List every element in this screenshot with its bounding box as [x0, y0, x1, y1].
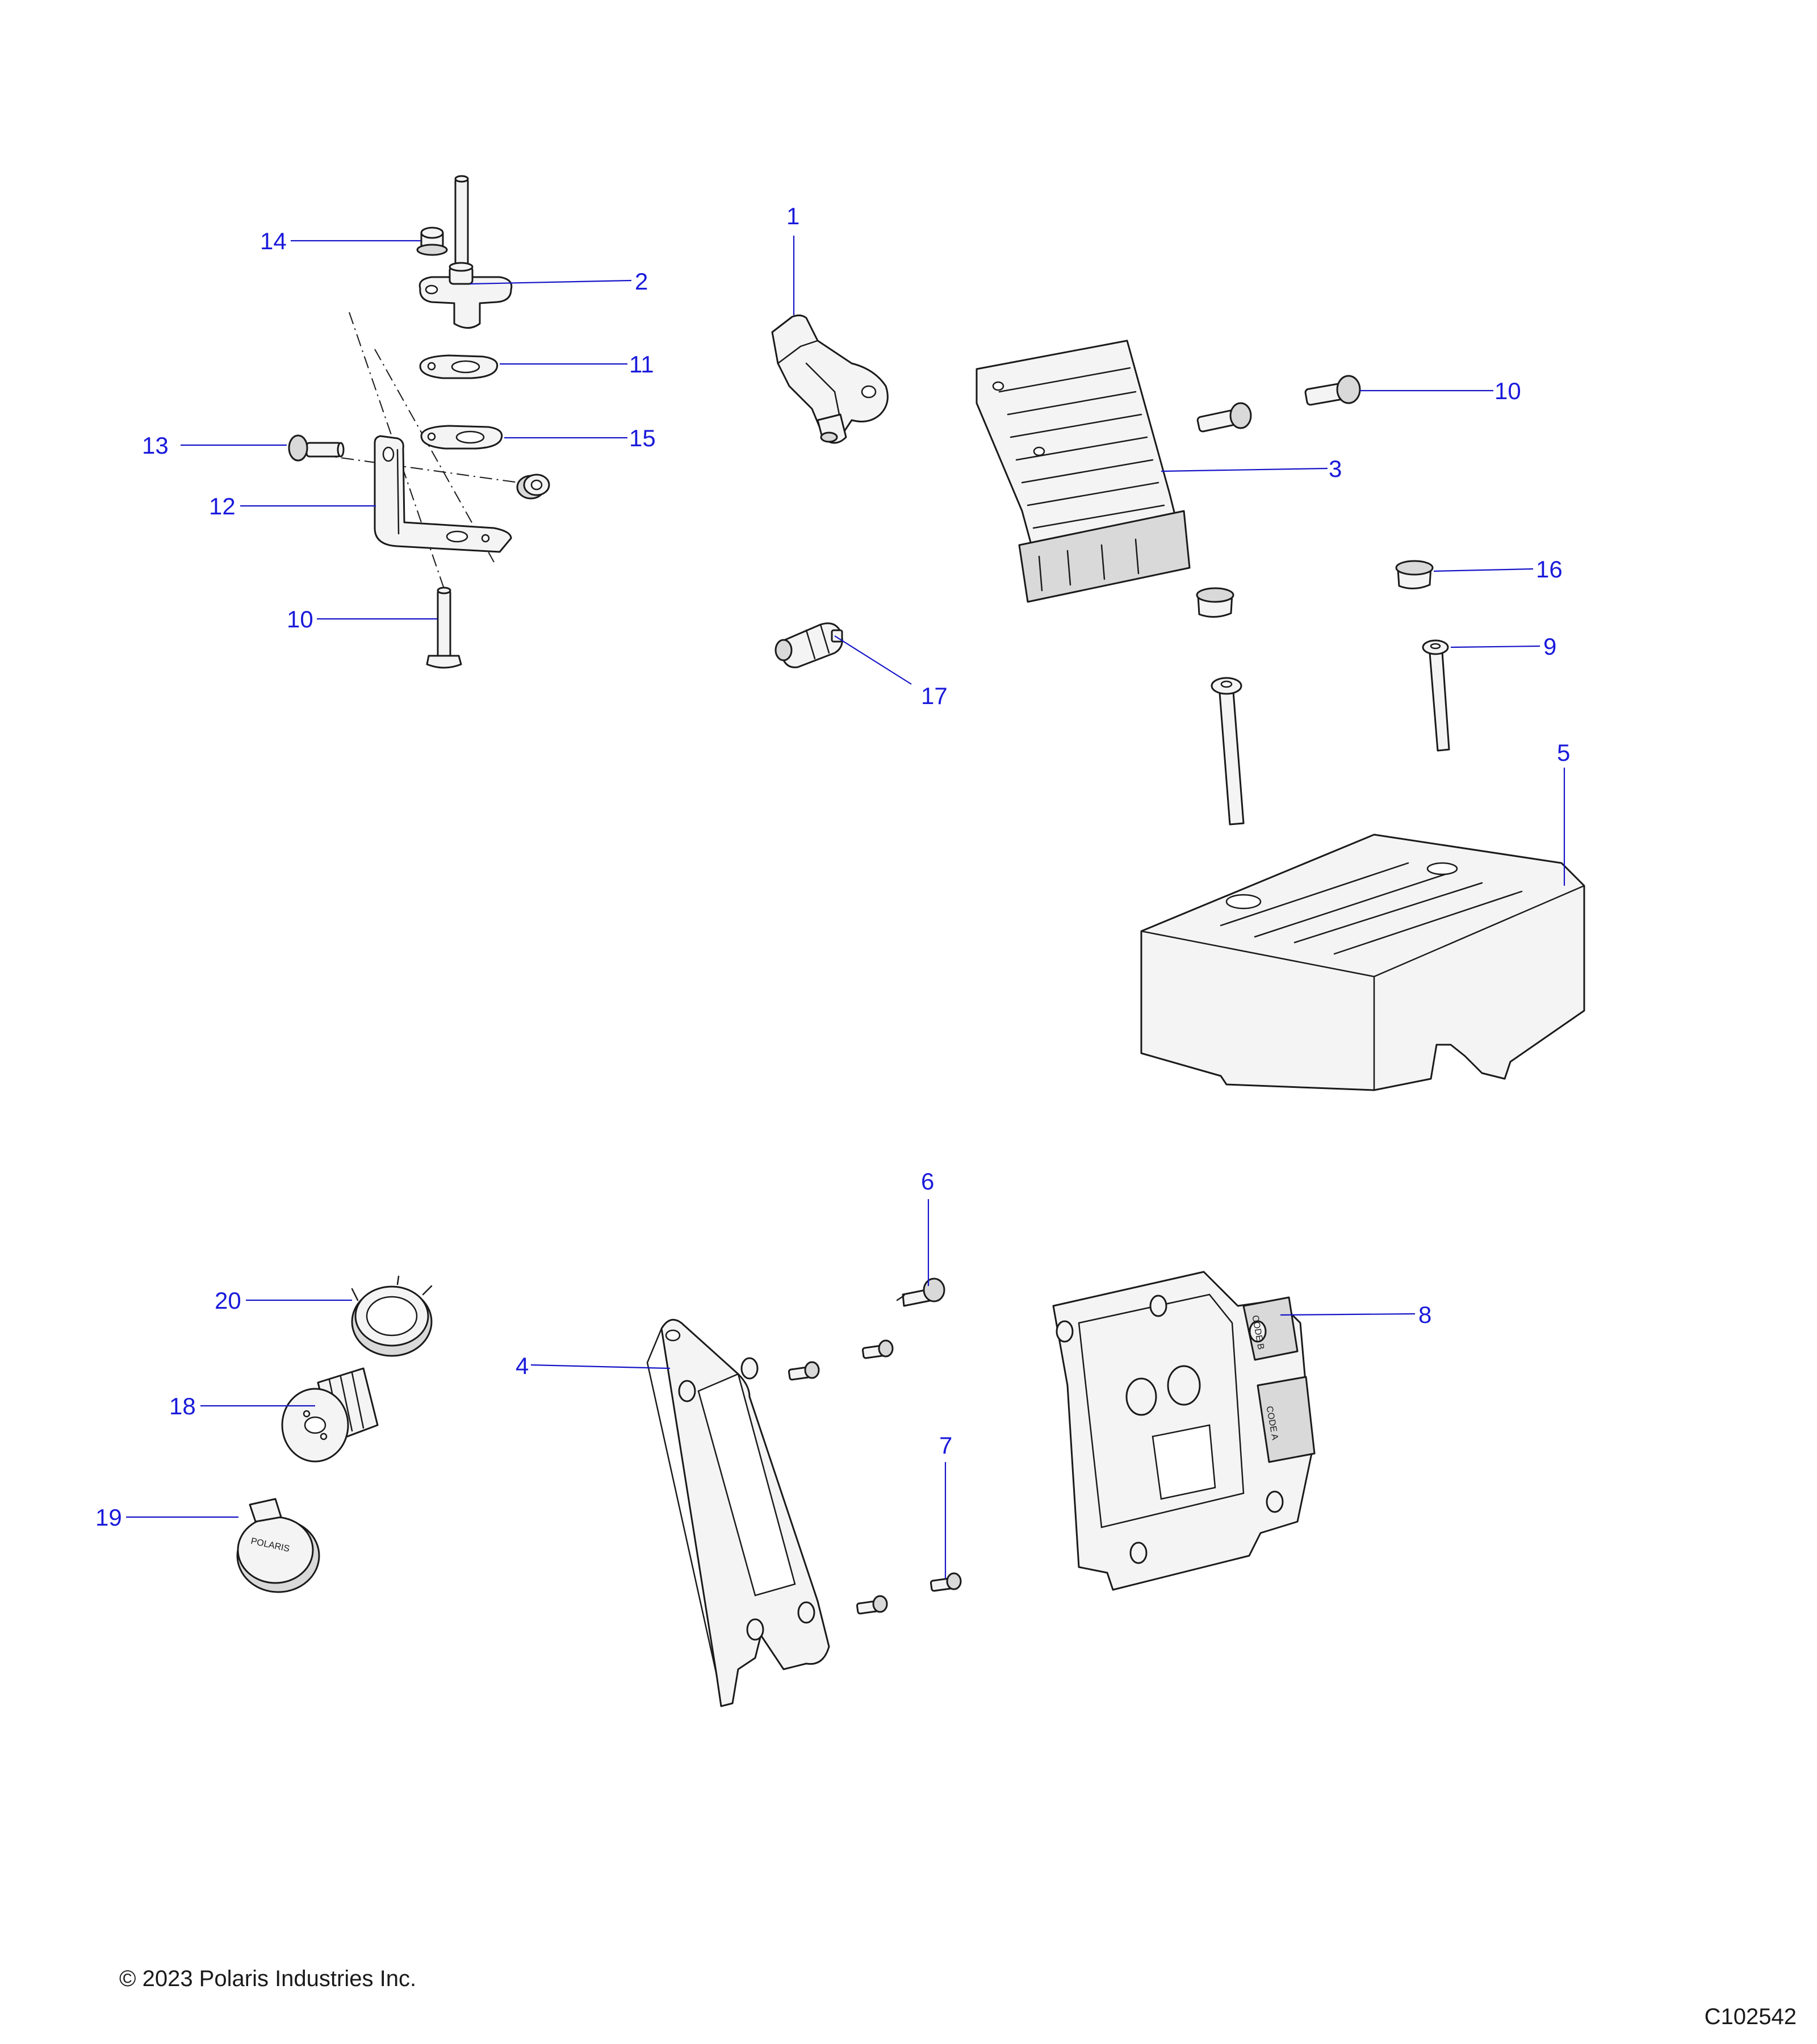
callout-1: 1	[786, 203, 799, 229]
callout-6: 6	[921, 1168, 934, 1195]
part-17-temp-sensor	[774, 622, 843, 668]
bracket-screw-2	[788, 1361, 820, 1381]
callout-10-upper: 10	[1494, 378, 1521, 404]
part-1-map-sensor	[771, 314, 889, 444]
copyright-notice: © 2023 Polaris Industries Inc.	[119, 1966, 417, 1991]
part-2-speed-sensor	[418, 175, 513, 329]
part-5-cover	[1140, 833, 1585, 1091]
part-19-socket-cap: POLARIS	[236, 1498, 320, 1593]
callout-20: 20	[215, 1287, 241, 1314]
part-13-bolt	[288, 434, 345, 462]
callout-12: 12	[209, 493, 236, 520]
callout-14: 14	[260, 228, 287, 254]
callout-2: 2	[635, 268, 648, 295]
callout-8: 8	[1418, 1301, 1431, 1328]
figure-id: C102542	[1704, 2004, 1797, 2029]
bracket-screw-1	[861, 1339, 894, 1359]
callout-13: 13	[142, 432, 169, 459]
part-16-grommet	[1395, 560, 1434, 589]
part-8-ecu: CODE B CODE A	[1052, 1271, 1316, 1591]
callout-labels: 1 2 3 4 5 6 7 8 9 10 10 11 12 13 14 15 1…	[95, 203, 1570, 1531]
part-3-voltage-regulator	[976, 340, 1191, 603]
part-6-screw	[896, 1278, 945, 1307]
callout-16: 16	[1536, 556, 1563, 583]
part-9-long-bolt-left	[1211, 677, 1245, 826]
part-18-power-socket	[281, 1367, 379, 1463]
callout-19: 19	[95, 1504, 122, 1531]
leader-lines	[126, 236, 1565, 1578]
part-12-bracket	[374, 435, 512, 553]
callout-11: 11	[629, 351, 654, 378]
part-15-gasket	[420, 425, 503, 450]
part-4-mounting-bracket	[646, 1318, 830, 1707]
part-20-retaining-nut	[351, 1275, 433, 1357]
callout-17: 17	[921, 682, 948, 709]
part-11-gasket	[419, 354, 499, 379]
callout-15: 15	[629, 425, 656, 451]
part-10-bolt-upper	[1304, 375, 1361, 406]
part-14-cap-nut	[416, 227, 448, 256]
part-7-screw	[930, 1572, 962, 1592]
callout-10-lower: 10	[287, 606, 313, 633]
callout-7: 7	[939, 1432, 952, 1459]
grommet-left	[1196, 587, 1234, 618]
part-10-bolt-lower	[426, 587, 462, 669]
callout-3: 3	[1329, 455, 1342, 482]
callout-5: 5	[1557, 739, 1570, 766]
callout-4: 4	[516, 1352, 529, 1379]
callout-18: 18	[169, 1393, 196, 1419]
bracket-screw-3	[856, 1595, 888, 1615]
part-9-long-bolt-right	[1422, 639, 1450, 752]
regulator-bolt	[1196, 402, 1252, 433]
bracket-nut	[516, 474, 550, 500]
callout-9: 9	[1543, 633, 1556, 660]
